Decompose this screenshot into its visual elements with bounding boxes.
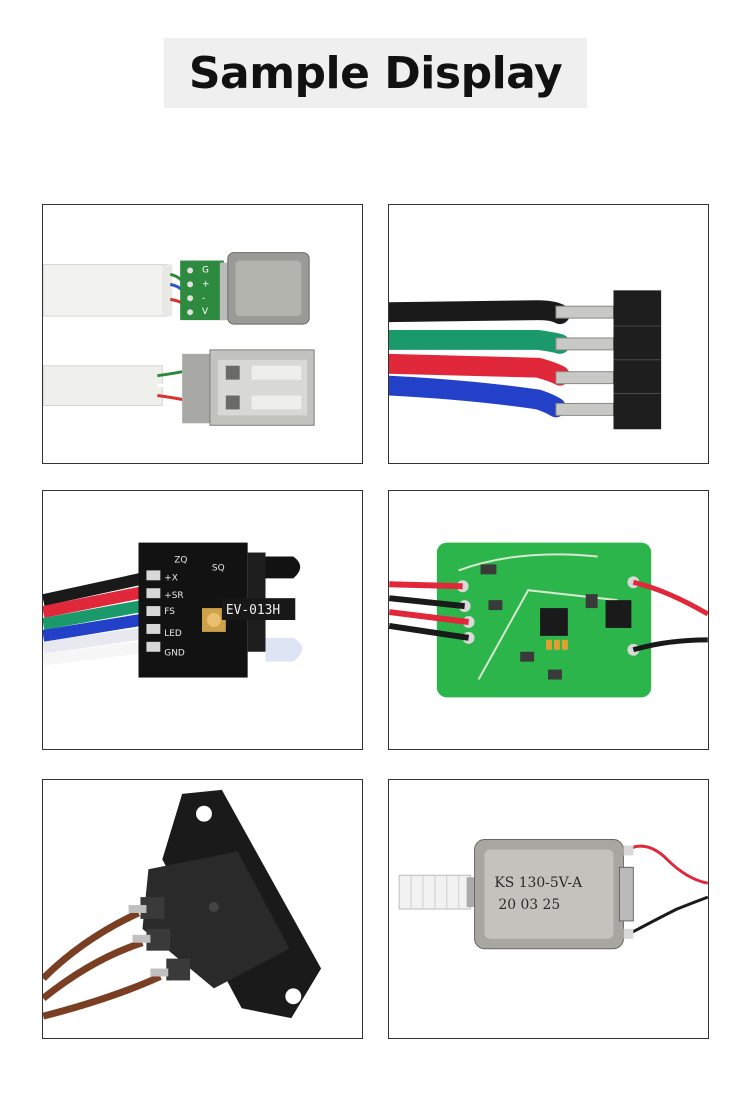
motor-model-label: KS 130-5V-A — [494, 875, 583, 891]
green-pcb-image — [389, 542, 708, 698]
label-sr: +SR — [164, 591, 183, 601]
motor-date-label: 20 03 25 — [498, 897, 560, 913]
ac-socket-image — [43, 789, 322, 1020]
label-led: LED — [164, 629, 182, 639]
svg-text:V: V — [202, 307, 209, 317]
panel-green-pcb — [388, 490, 709, 750]
svg-text:-: - — [202, 293, 205, 303]
sensor-module-image: GND LED FS +SR +X ZQ SQ EV-013H — [43, 542, 303, 678]
panel-ac-socket — [42, 779, 363, 1039]
usb-cables-image: G + - V — [43, 252, 315, 426]
svg-text:G: G — [202, 265, 209, 275]
panel-wire-harness — [388, 204, 709, 464]
panel-usb-cables: G + - V — [42, 204, 363, 464]
page-title: Sample Display — [188, 47, 563, 99]
title-banner: Sample Display — [164, 38, 587, 108]
wire-harness-image — [389, 290, 662, 430]
label-fs: FS — [164, 607, 175, 617]
label-zq: ZQ — [174, 555, 187, 565]
label-ev-013h: EV-013H — [226, 603, 280, 618]
svg-text:+: + — [202, 279, 209, 289]
label-gnd: GND — [164, 649, 185, 659]
dc-motor-image: KS 130-5V-A 20 03 25 — [398, 839, 708, 950]
label-sq: SQ — [212, 563, 225, 573]
label-x: +X — [164, 573, 178, 583]
panel-dc-motor: KS 130-5V-A 20 03 25 — [388, 779, 709, 1039]
panel-sensor-module: GND LED FS +SR +X ZQ SQ EV-013H — [42, 490, 363, 750]
